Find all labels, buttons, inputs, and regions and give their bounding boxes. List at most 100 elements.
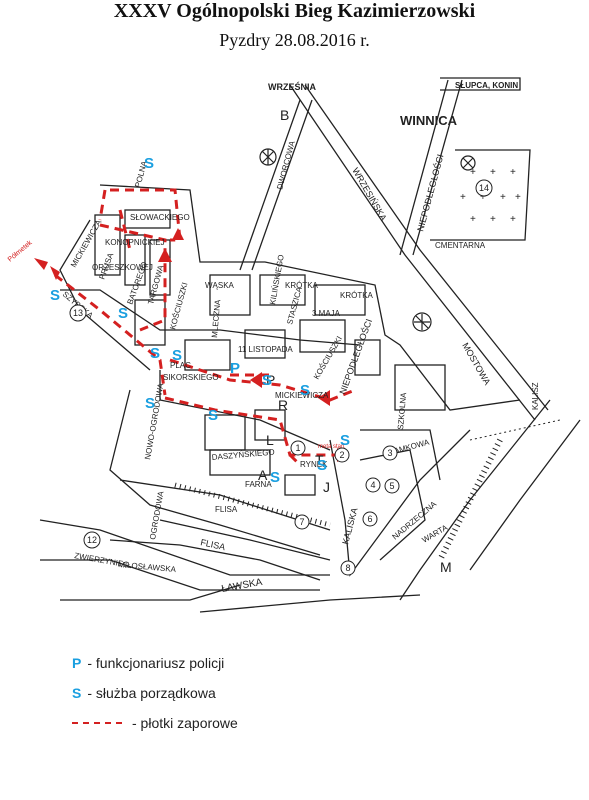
letter-r: R: [278, 397, 288, 413]
svg-text:8: 8: [345, 563, 350, 573]
svg-text:+: +: [470, 167, 476, 178]
label-kilinskiego: KILIŃSKIEGO: [268, 254, 286, 305]
label-ogrodowa: OGRODOWA: [148, 490, 165, 541]
label-orzeszkowej: ORZESZKOWEJ: [92, 263, 153, 272]
number-marker: 5: [384, 478, 400, 494]
s-marker: S: [172, 347, 182, 364]
number-marker: 14: [475, 179, 493, 197]
s-marker: S: [317, 457, 327, 474]
svg-text:+: +: [490, 214, 496, 225]
street-labels: WRZEŚNIA SŁUPCA, KONIN WINNICA B DWORCOW…: [7, 81, 540, 595]
legend-row-security: S - służba porządkowa: [72, 678, 238, 708]
svg-text:7: 7: [299, 517, 304, 527]
legend-key-s: S: [72, 685, 82, 701]
railway: [174, 419, 561, 562]
s-marker: S: [144, 155, 154, 172]
svg-text:14: 14: [479, 183, 489, 193]
number-marker: 4: [365, 477, 381, 493]
svg-text:6: 6: [367, 514, 372, 524]
s-marker: S: [50, 287, 60, 304]
security-markers: S S S S S S S S S S S S: [50, 155, 350, 486]
map-subtitle: Pyzdry 28.08.2016 r.: [219, 30, 370, 50]
legend-key-p: P: [72, 655, 82, 671]
label-winnica: WINNICA: [400, 113, 458, 128]
letter-t: T: [315, 452, 324, 468]
letter-p: P: [266, 372, 275, 388]
label-wrzesinska: WRZESIŃSKA: [350, 166, 388, 223]
number-marker: 13: [69, 304, 87, 322]
number-marker: 8: [340, 560, 356, 576]
number-marker: 2: [334, 447, 350, 463]
legend-row-barrier: - płotki zaporowe: [72, 708, 238, 738]
label-waska: WĄSKA: [205, 281, 235, 290]
number-marker: 6: [362, 511, 378, 527]
s-marker: S: [340, 432, 350, 449]
legend: P - funkcjonariusz policji S - służba po…: [72, 648, 238, 738]
svg-text:5: 5: [389, 481, 394, 491]
map-title: XXXV Ogólnopolski Bieg Kazimierzowski: [113, 0, 476, 22]
s-marker: S: [262, 372, 272, 389]
label-mleczna: MLECZNA: [210, 299, 222, 339]
roundabout-symbols: [259, 148, 476, 332]
svg-text:+: +: [500, 192, 506, 203]
svg-text:3: 3: [387, 448, 392, 458]
s-marker: S: [300, 382, 310, 399]
block-letters: P R L A T J: [258, 372, 330, 495]
svg-text:+: +: [510, 214, 516, 225]
label-krotka2: KRÓTKA: [340, 291, 374, 300]
s-marker: S: [118, 305, 128, 322]
s-marker: S: [270, 469, 280, 486]
label-krotka1: KRÓTKA: [285, 281, 319, 290]
roads: [39, 77, 581, 613]
cemetery-crosses: +++ ++++ +++: [460, 167, 521, 225]
label-polmetek: Półmetek: [7, 239, 34, 263]
number-marker: 7: [294, 514, 310, 530]
svg-text:12: 12: [87, 535, 97, 545]
label-konopnickiej: KONOPNICKIEJ: [105, 238, 165, 247]
svg-text:+: +: [470, 214, 476, 225]
legend-row-police: P - funkcjonariusz policji: [72, 648, 238, 678]
legend-barrier-line: [72, 722, 122, 724]
svg-text:1: 1: [295, 443, 300, 453]
letter-a: A: [258, 467, 268, 483]
svg-text:+: +: [515, 192, 521, 203]
route-arrows: [34, 228, 348, 462]
letter-l: L: [266, 432, 274, 448]
p-marker: P: [230, 360, 240, 377]
label-b: B: [280, 107, 289, 123]
svg-text:+: +: [510, 167, 516, 178]
label-niepodleglosci-top: NIEPODLEGŁOŚCI: [414, 153, 445, 233]
label-flisa1: FLISA: [215, 505, 238, 514]
number-marker: 3: [382, 445, 398, 461]
label-m: M: [440, 559, 452, 575]
number-marker: 12: [83, 531, 101, 549]
label-mostowa: MOSTOWA: [460, 341, 492, 387]
svg-text:+: +: [460, 192, 466, 203]
label-wrzesnia: WRZEŚNIA: [268, 81, 316, 92]
label-farna: FARNA: [245, 480, 272, 489]
label-meta-start: meta start: [318, 444, 345, 450]
s-marker: S: [150, 345, 160, 362]
police-markers: P: [230, 360, 240, 377]
race-route: [54, 188, 356, 467]
s-marker: S: [145, 395, 155, 412]
label-jedenastego-listopada: 11 LISTOPADA: [238, 345, 293, 354]
legend-text-security: - służba porządkowa: [87, 685, 216, 701]
label-kalisz-east: KALISZ: [531, 382, 540, 410]
legend-text-barrier: - płotki zaporowe: [132, 715, 238, 731]
label-slowackiego: SŁOWACKIEGO: [130, 213, 190, 222]
numbered-markers: 1 2 3 4 5 6 7 8 12 13 14: [69, 179, 493, 576]
letter-j: J: [323, 479, 330, 495]
label-slupca-konin: SŁUPCA, KONIN: [455, 81, 518, 90]
svg-text:13: 13: [73, 308, 83, 318]
town-map: +++ ++++ +++ WRZEŚNIA SŁUPCA, KONIN: [7, 77, 581, 613]
label-plac: PLAC: [170, 361, 191, 370]
legend-text-police: - funkcjonariusz policji: [87, 655, 225, 671]
svg-text:+: +: [480, 192, 486, 203]
label-dworcowa: DWORCOWA: [275, 139, 297, 190]
label-kosciuszki-n: KOŚCIUSZKI: [168, 281, 189, 330]
s-marker: S: [208, 407, 218, 424]
label-sikorskiego: SIKORSKIEGO: [163, 373, 219, 382]
label-cementarna: CMENTARNA: [435, 241, 486, 250]
label-szkolna: SZKOLNA: [396, 392, 408, 431]
